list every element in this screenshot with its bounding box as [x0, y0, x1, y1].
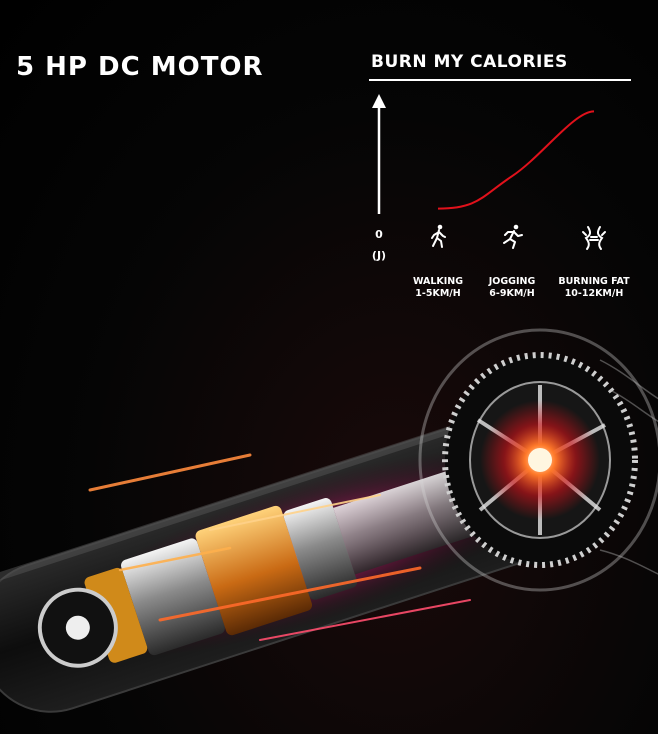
y-origin-label: 0	[375, 228, 383, 241]
calorie-curve-series	[437, 110, 595, 210]
motion-wisps	[599, 359, 658, 575]
category-jogging-name: JOGGING	[488, 276, 536, 287]
chart-title: BURN MY CALORIES	[371, 52, 568, 72]
motor-housing	[0, 387, 598, 713]
category-jogging: JOGGING 6-9KM/H	[488, 224, 536, 299]
category-walking-name: WALKING	[413, 276, 463, 287]
running-person-icon	[503, 224, 523, 249]
category-jogging-range: 6-9KM/H	[489, 288, 534, 299]
flywheel-fan	[418, 328, 658, 592]
commutator-ring	[37, 567, 148, 668]
category-burning-fat-name: BURNING FAT	[558, 276, 630, 287]
walking-person-icon	[431, 224, 446, 248]
category-burning-fat: BURNING FAT 10-12KM/H	[558, 226, 630, 299]
speed-streaks	[88, 453, 471, 641]
calorie-burn-chart: 0 (J) WALKING 1-5KM/H JOGGING 6-9KM/H	[372, 94, 630, 299]
chart-title-underline	[369, 79, 631, 81]
headline: 5 HP DC MOTOR	[16, 52, 264, 82]
y-unit-label: (J)	[372, 249, 386, 262]
category-walking: WALKING 1-5KM/H	[413, 224, 463, 299]
category-burning-fat-range: 10-12KM/H	[565, 288, 624, 299]
dc-motor-cutaway-illustration	[0, 328, 658, 713]
category-walking-range: 1-5KM/H	[415, 288, 460, 299]
fat-burning-body-icon	[582, 226, 606, 250]
y-axis-arrowhead-icon	[372, 94, 386, 108]
